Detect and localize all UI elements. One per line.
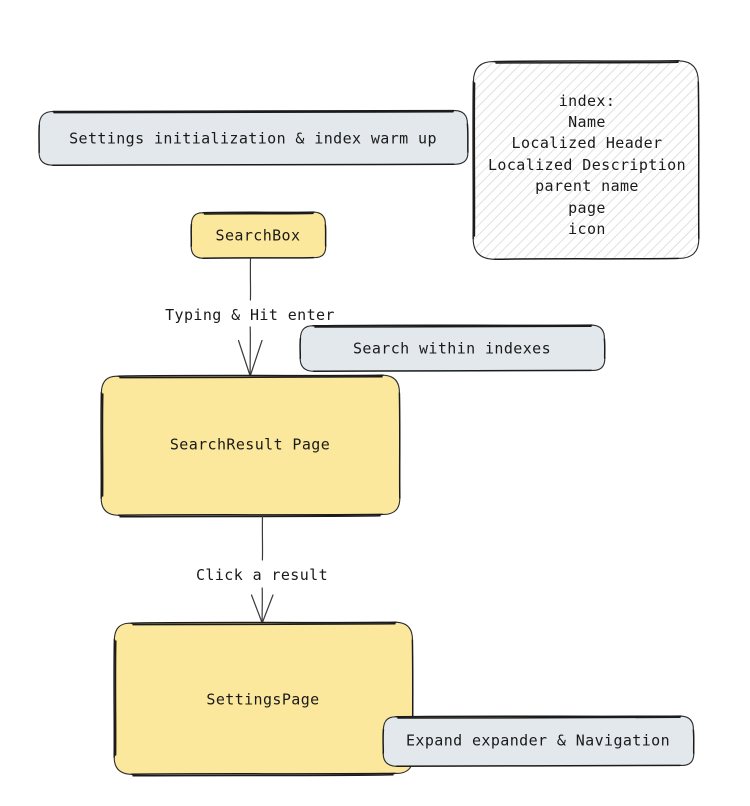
index-line-5: page xyxy=(568,199,606,217)
node-search-result-page[interactable]: SearchResult Page xyxy=(100,374,401,518)
note-settings-initialization-label: Settings initialization & index warm up xyxy=(69,130,437,148)
note-expand-expander-navigation-label: Expand expander & Navigation xyxy=(406,732,670,750)
edge-click-a-result: Click a result xyxy=(196,514,328,624)
index-line-6: icon xyxy=(568,220,606,238)
edge-click-a-result-label: Click a result xyxy=(196,566,328,584)
edge-typing-hit-enter: Typing & Hit enter xyxy=(165,257,335,377)
index-line-4: parent name xyxy=(535,177,639,195)
note-settings-initialization: Settings initialization & index warm up xyxy=(38,109,469,166)
node-settings-page-label: SettingsPage xyxy=(206,691,319,709)
index-line-2: Localized Header xyxy=(512,134,663,152)
edge-typing-hit-enter-label: Typing & Hit enter xyxy=(165,306,335,324)
node-search-result-page-label: SearchResult Page xyxy=(170,436,330,454)
index-line-1: Name xyxy=(568,113,606,131)
node-search-box-label: SearchBox xyxy=(216,227,301,245)
node-settings-page[interactable]: SettingsPage xyxy=(113,621,414,777)
note-search-within-indexes: Search within indexes xyxy=(299,324,606,373)
index-line-0: index: xyxy=(559,92,616,110)
note-search-within-indexes-label: Search within indexes xyxy=(353,340,551,358)
node-search-box[interactable]: SearchBox xyxy=(190,211,327,260)
index-line-3: Localized Description xyxy=(488,156,686,174)
index-schema-box: index: Name Localized Header Localized D… xyxy=(472,60,700,261)
note-expand-expander-navigation: Expand expander & Navigation xyxy=(382,715,695,768)
